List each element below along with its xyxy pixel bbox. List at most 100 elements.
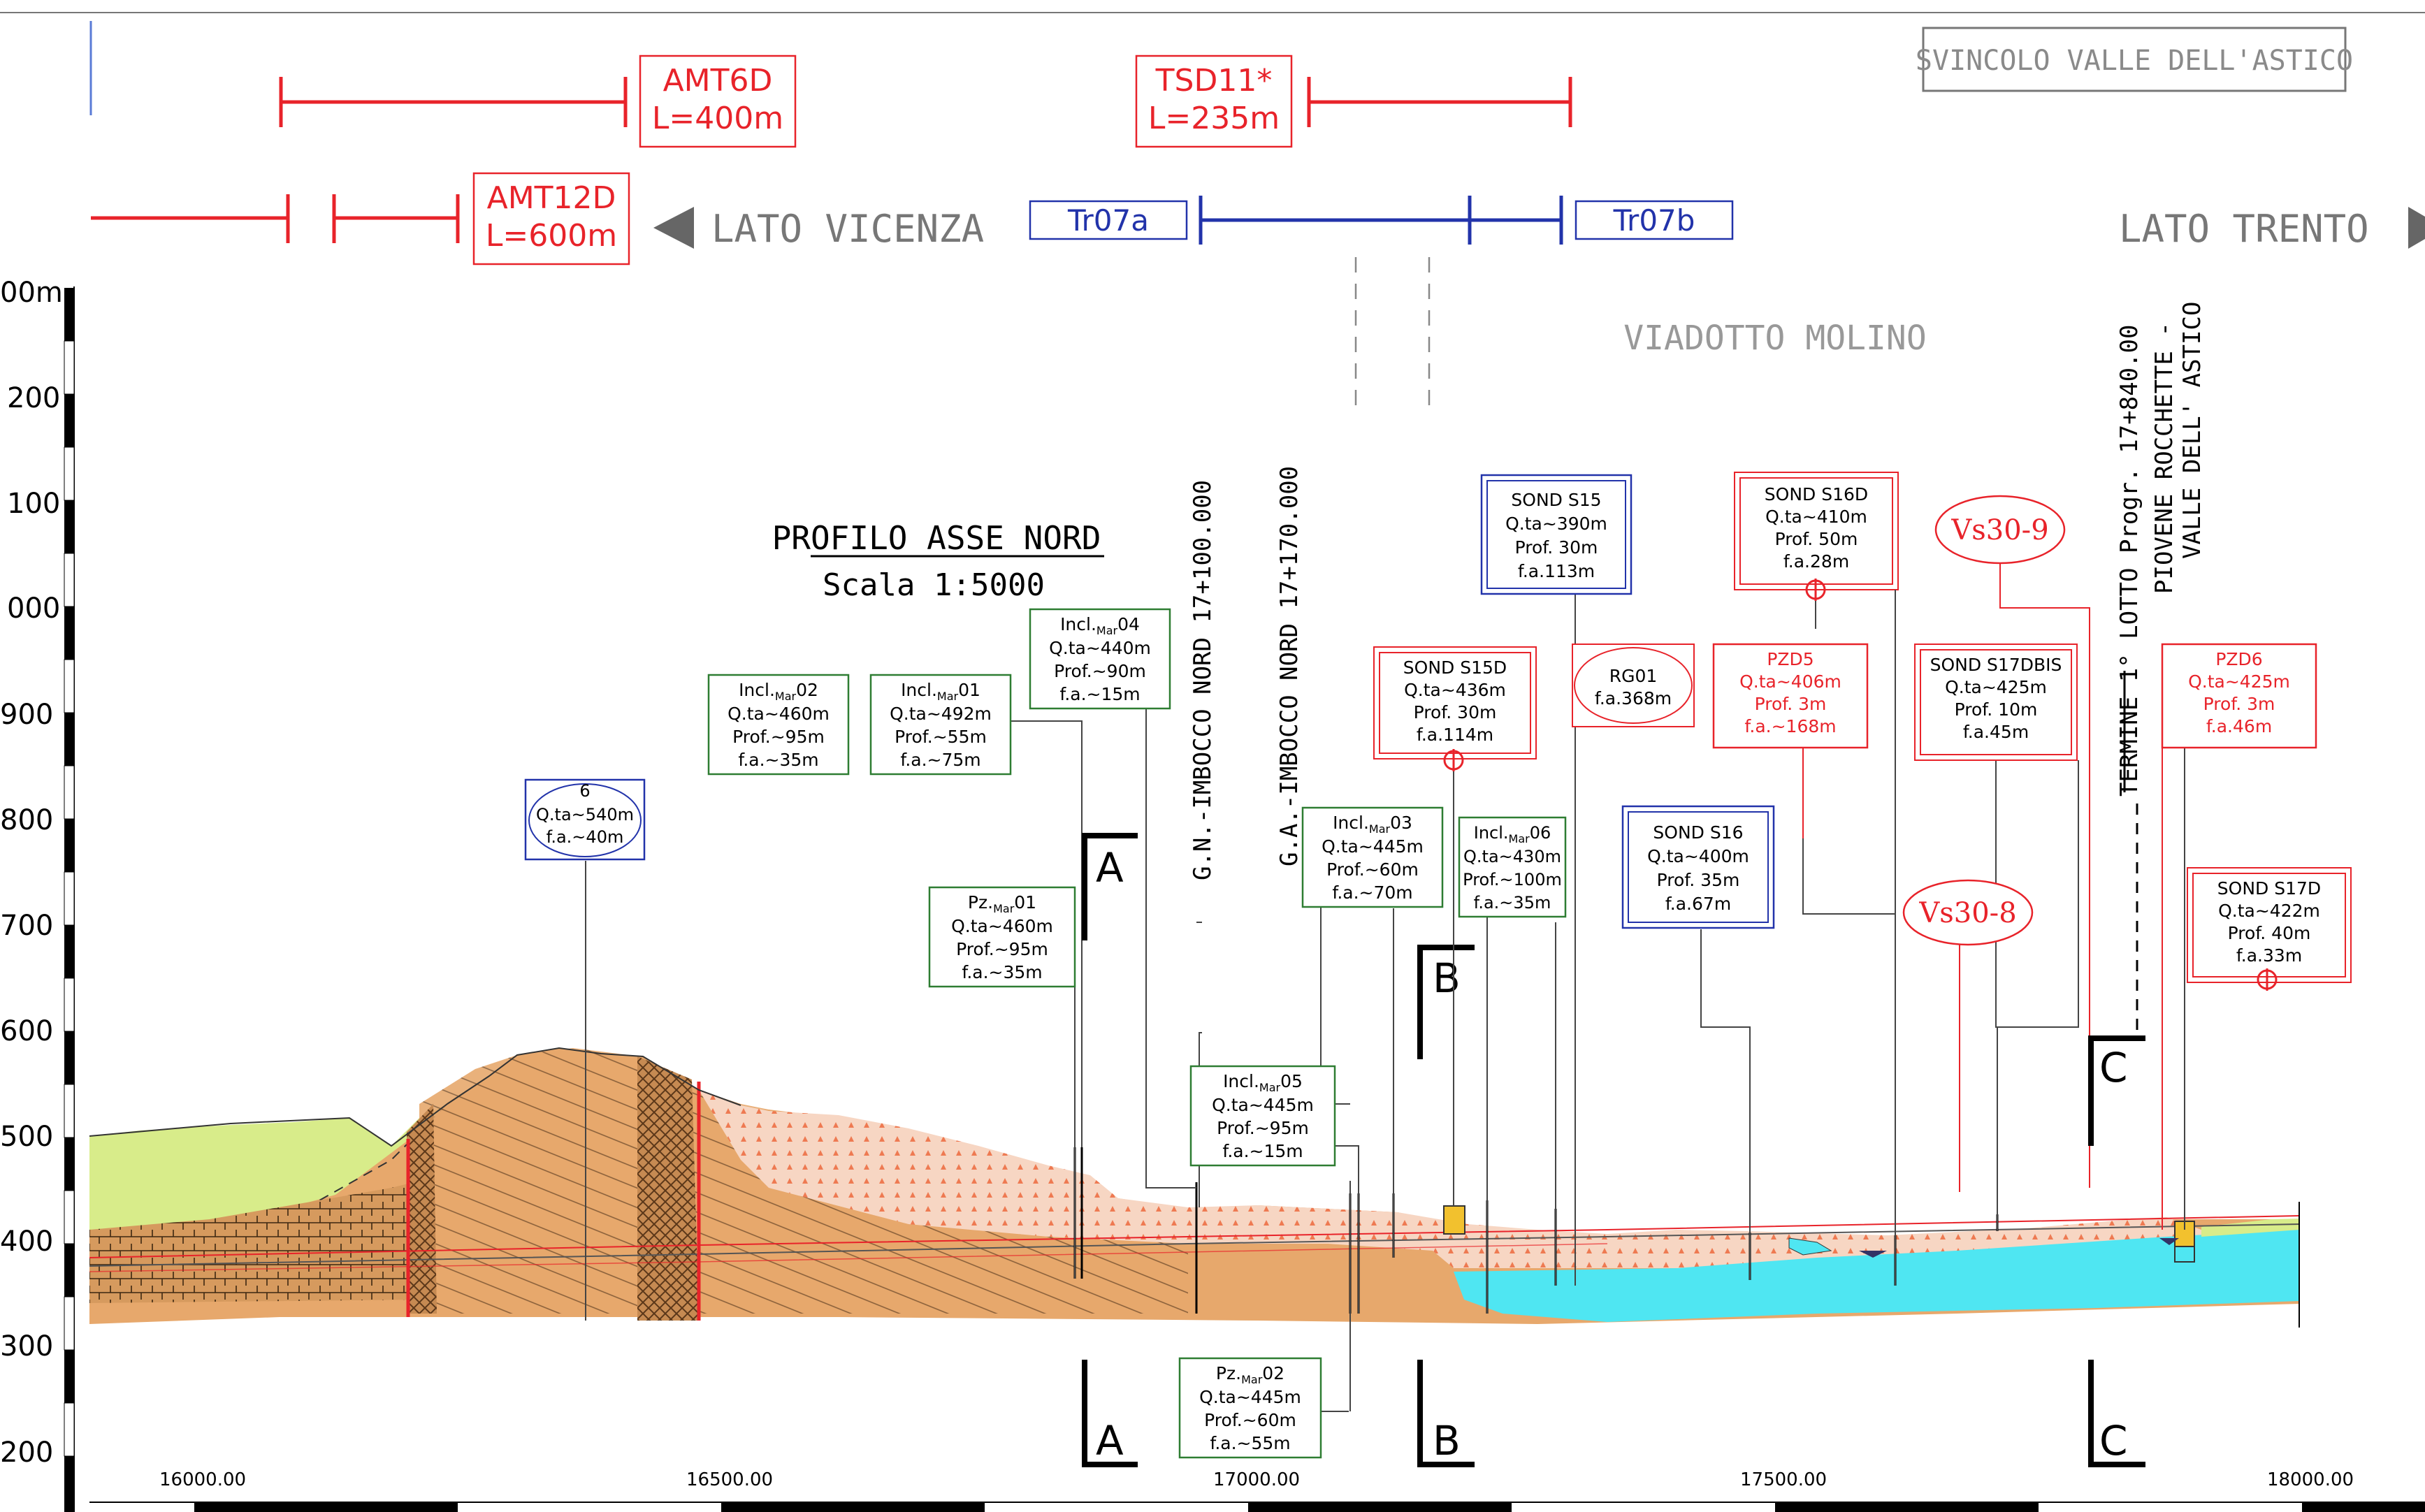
svg-text:Q.ta~445m: Q.ta~445m [1322,836,1424,857]
x-tick: 17000.00 [1213,1469,1300,1490]
svg-text:f.a.67m: f.a.67m [1665,894,1731,914]
svg-text:f.a.~35m: f.a.~35m [962,962,1042,982]
ga-imbocco-label: G.A.-IMBOCCO NORD 17+170.000 [1275,466,1303,866]
svg-text:Prof. 30m: Prof. 30m [1414,702,1497,722]
y-tick: 700 [0,910,53,942]
svg-text:Q.ta~436m: Q.ta~436m [1404,680,1506,700]
svg-text:Prof.~60m: Prof.~60m [1204,1410,1296,1430]
svg-text:Incl.Mar06: Incl.Mar06 [1474,823,1551,845]
svg-text:SOND S15: SOND S15 [1511,490,1601,510]
svg-text:Pz.Mar02: Pz.Mar02 [1216,1363,1284,1386]
svg-text:f.a.~15m: f.a.~15m [1059,684,1140,704]
svg-text:Prof. 35m: Prof. 35m [1657,870,1740,890]
svg-text:Q.ta~430m: Q.ta~430m [1463,847,1561,866]
svg-text:f.a.113m: f.a.113m [1518,561,1595,581]
svg-text:RG01: RG01 [1609,666,1658,686]
section-c-top: C [2099,1044,2128,1091]
incl-mar-06: Incl.Mar06 Q.ta~430m Prof.~100m f.a.~35m [1458,816,1567,918]
svg-text:Q.ta~445m: Q.ta~445m [1199,1387,1301,1407]
pzd5: PZD5 Q.ta~406m Prof. 3m f.a.~168m [1712,643,1869,749]
incl-mar-01: Incl.Mar01 Q.ta~492m Prof.~55m f.a.~75m [869,674,1012,776]
geological-section [89,1047,2300,1349]
pz-mar-01: Pz.Mar01 Q.ta~460m Prof.~95m f.a.~35m [928,886,1076,988]
piovene-label: PIOVENE ROCCHETTE - [2150,322,2178,594]
segment-amt12d: AMT12D L=600m [472,172,630,266]
sond-s15d: SOND S15D Q.ta~436m Prof. 30m f.a.114m [1373,646,1537,1206]
gn-imbocco-label: G.N.-IMBOCCO NORD 17+100.000 [1189,480,1217,880]
x-tick: 18000.00 [2267,1469,2354,1490]
svg-text:Prof. 40m: Prof. 40m [2228,923,2311,943]
svg-text:Prof. 30m: Prof. 30m [1515,537,1598,558]
borehole-6: 6 Q.ta~540m f.a.~40m [524,778,646,861]
svg-text:Q.ta~400m: Q.ta~400m [1647,846,1749,866]
svg-text:Prof.~95m: Prof.~95m [732,727,825,747]
lato-trento: LATO TRENTO [2119,207,2369,251]
svg-text:Prof.~95m: Prof.~95m [1217,1118,1309,1138]
segment-tr07a: Tr07a [1029,200,1188,240]
svg-text:Prof. 10m: Prof. 10m [1955,699,2038,720]
svg-text:Q.ta~425m: Q.ta~425m [1945,677,2047,697]
svg-text:f.a.28m: f.a.28m [1783,551,1849,572]
y-tick-labels: 00m 200 100 000 900 800 700 600 500 400 … [0,277,63,1469]
svg-text:f.a.~55m: f.a.~55m [1210,1433,1290,1453]
svg-text:Prof.~95m: Prof.~95m [956,939,1048,959]
vs30-8: Vs30-8 [1902,879,2034,946]
x-tick-labels: 16000.00 16500.00 17000.00 17500.00 1800… [159,1469,2354,1490]
svg-text:SOND S16D: SOND S16D [1765,484,1868,504]
svg-text:Vs30-9: Vs30-9 [1950,514,2048,546]
y-tick: 200 [0,1437,53,1469]
incl-mar-02: Incl.Mar02 Q.ta~460m Prof.~95m f.a.~35m [707,674,850,776]
incl-mar-04: Incl.Mar04 Q.ta~440m Prof.~90m f.a.~15m [1029,608,1171,710]
section-markers: A A B B C C [1096,844,2128,1464]
svg-text:f.a.~35m: f.a.~35m [738,750,818,770]
y-tick: 200 [7,382,60,414]
svg-text:f.a.45m: f.a.45m [1963,722,2029,742]
svg-text:Tr07b: Tr07b [1613,203,1695,238]
y-tick: 300 [0,1330,53,1362]
y-tick: 800 [0,804,53,836]
sond-s17d: SOND S17D Q.ta~422m Prof. 40m f.a.33m [2187,867,2352,991]
svg-text:Incl.Mar04: Incl.Mar04 [1060,614,1140,637]
x-tick: 16500.00 [686,1469,773,1490]
svg-text:Q.ta~460m: Q.ta~460m [951,916,1053,936]
sond-s15: SOND S15 Q.ta~390m Prof. 30m f.a.113m [1480,474,1633,595]
svg-text:f.a.368m: f.a.368m [1595,688,1672,708]
pz-mar-02: Pz.Mar02 Q.ta~445m Prof.~60m f.a.~55m [1178,1357,1322,1459]
incl-mar-03: Incl.Mar03 Q.ta~445m Prof.~60m f.a.~70m [1301,806,1444,908]
section-b-bottom: B [1433,1417,1461,1464]
arrow-right-icon [2408,207,2425,249]
profile-scale: Scala 1:5000 [823,567,1045,603]
svg-text:Prof.~100m: Prof.~100m [1463,870,1562,889]
vs30-9: Vs30-9 [1934,495,2066,565]
segment-amt6d: AMT6D L=400m [639,54,797,148]
x-tick: 16000.00 [159,1469,246,1490]
svg-text:Prof. 3m: Prof. 3m [1755,694,1827,714]
svg-text:Prof.~90m: Prof.~90m [1054,661,1146,681]
y-tick: 500 [0,1121,53,1153]
svg-text:Q.ta~492m: Q.ta~492m [890,704,992,724]
section-a-top: A [1096,844,1124,892]
segment-amt12d-length: L=600m [486,218,617,254]
svg-text:f.a.~75m: f.a.~75m [900,750,980,770]
svg-text:f.a.~70m: f.a.~70m [1332,882,1412,903]
y-tick: 400 [0,1226,53,1258]
svg-text:Incl.Mar02: Incl.Mar02 [739,680,818,703]
x-tick: 17500.00 [1740,1469,1827,1490]
svg-text:SOND S17D: SOND S17D [2217,878,2321,899]
svg-text:PZD5: PZD5 [1767,649,1814,669]
svg-text:6: 6 [579,781,590,801]
project-label: SVINCOLO VALLE DELL'ASTICO [1916,45,2353,77]
svg-text:Prof. 50m: Prof. 50m [1775,529,1858,549]
y-tick: 600 [0,1015,53,1047]
y-tick: 00m [0,277,63,309]
y-tick: 100 [7,488,60,520]
svg-text:Prof.~60m: Prof.~60m [1326,859,1419,880]
svg-text:f.a.~15m: f.a.~15m [1222,1141,1303,1161]
segment-amt12d-name: AMT12D [487,180,616,216]
sond-s16: SOND S16 Q.ta~400m Prof. 35m f.a.67m [1621,805,1775,929]
valle-label: VALLE DELL' ASTICO [2178,302,2206,559]
termine-lotto-label: TERMINE 1° LOTTO Progr. 17+840.00 [2115,324,2143,797]
svg-text:f.a.33m: f.a.33m [2236,945,2302,966]
section-b-top: B [1433,954,1461,1002]
arrow-left-icon [653,207,694,249]
